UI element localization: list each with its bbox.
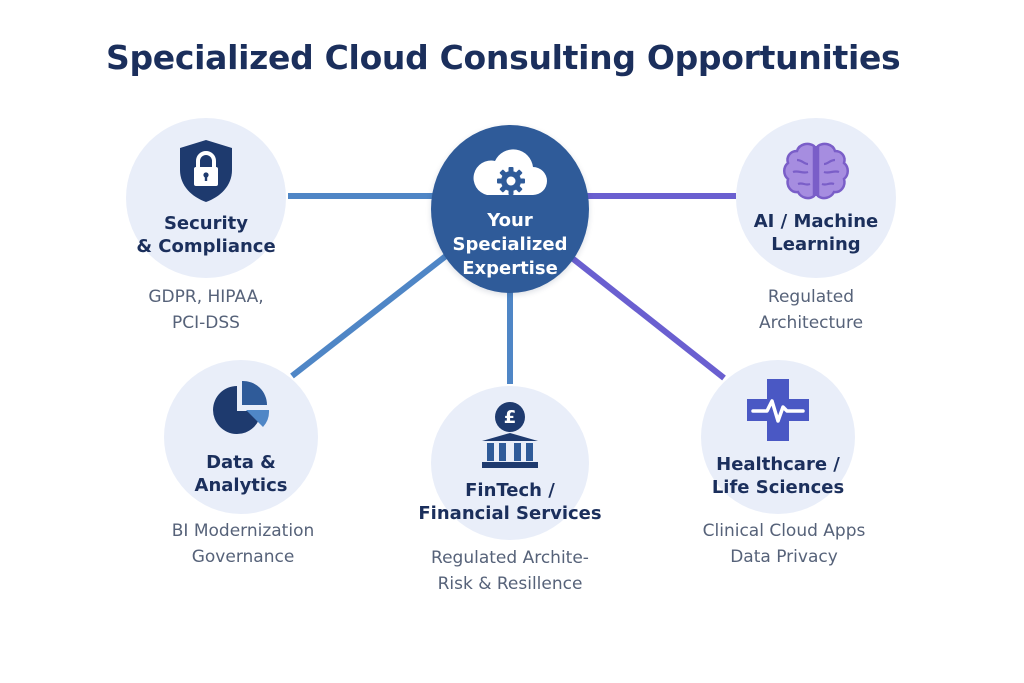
node-ai-subtitle: Regulated Architecture: [758, 287, 864, 333]
bank-pound-icon: £: [482, 402, 538, 468]
node-ai: AI / Machine Learning: [736, 118, 896, 278]
node-ai-label: AI / Machine Learning: [753, 211, 879, 255]
node-data-subtitle: BI Modernization Governance: [171, 521, 315, 567]
node-healthcare-label: Healthcare / Life Sciences: [711, 454, 845, 498]
node-fintech-label: FinTech / Financial Services: [418, 480, 602, 524]
node-fintech-subtitle: Regulated Archite- Risk & Resillence: [431, 548, 589, 594]
connector-healthcare: [570, 255, 726, 381]
shield-lock-icon: [180, 140, 232, 202]
node-healthcare-subtitle: Clinical Cloud Apps Data Privacy: [702, 521, 866, 567]
pie-chart-icon: [213, 380, 270, 434]
hub-label: Your Specialized Expertise: [452, 210, 568, 279]
brain-icon: [783, 142, 849, 200]
page-title: Specialized Cloud Consulting Opportuniti…: [106, 38, 901, 77]
node-fintech: £ FinTech / Financial Services: [418, 386, 602, 540]
node-data-label: Data & Analytics: [194, 452, 288, 496]
node-security: Security & Compliance: [126, 118, 286, 278]
hub-center: Your Specialized Expertise: [431, 125, 589, 293]
cloud-gear-icon: [473, 149, 547, 195]
connector-data: [290, 249, 453, 379]
node-data: Data & Analytics: [164, 360, 318, 514]
medical-cross-icon: [747, 379, 809, 441]
node-security-subtitle: GDPR, HIPAA, PCI-DSS: [148, 287, 264, 333]
node-healthcare: Healthcare / Life Sciences: [701, 360, 855, 514]
svg-text:£: £: [504, 407, 517, 428]
node-security-label: Security & Compliance: [136, 213, 276, 257]
